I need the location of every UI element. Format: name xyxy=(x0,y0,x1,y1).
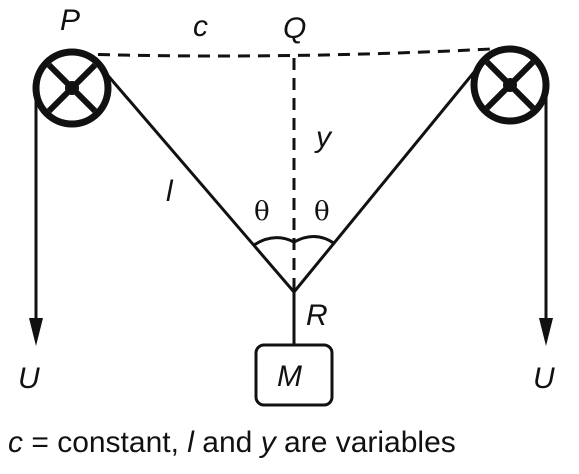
label-theta-left: θ xyxy=(254,197,270,227)
label-c: c xyxy=(193,10,208,43)
label-u-right: U xyxy=(533,362,555,395)
caption-y: y xyxy=(259,426,278,459)
label-m: M xyxy=(277,360,302,393)
string-right xyxy=(292,59,486,293)
label-l: l xyxy=(166,175,174,208)
caption: c = constant, l and y are variables xyxy=(8,426,456,459)
label-theta-right: θ xyxy=(314,197,330,227)
dashed-line-pq xyxy=(77,46,511,58)
mass-box xyxy=(254,343,334,407)
left-pulley xyxy=(32,48,112,128)
label-r: R xyxy=(306,299,328,332)
angle-arc-right xyxy=(293,235,336,246)
label-y: y xyxy=(314,121,333,154)
angle-arc-left xyxy=(253,236,295,247)
right-pulley xyxy=(470,45,550,125)
caption-l: l xyxy=(187,426,195,459)
label-q: Q xyxy=(283,12,306,45)
caption-and: and xyxy=(194,426,261,459)
label-u-left: U xyxy=(18,362,40,395)
caption-rest: are variables xyxy=(276,426,456,459)
arrow-down-left-icon xyxy=(29,318,43,346)
caption-eq-constant: = constant, xyxy=(23,426,187,459)
label-p: P xyxy=(60,4,80,37)
string-left xyxy=(96,63,296,293)
caption-c: c xyxy=(8,426,23,459)
arrow-down-right-icon xyxy=(539,318,553,346)
